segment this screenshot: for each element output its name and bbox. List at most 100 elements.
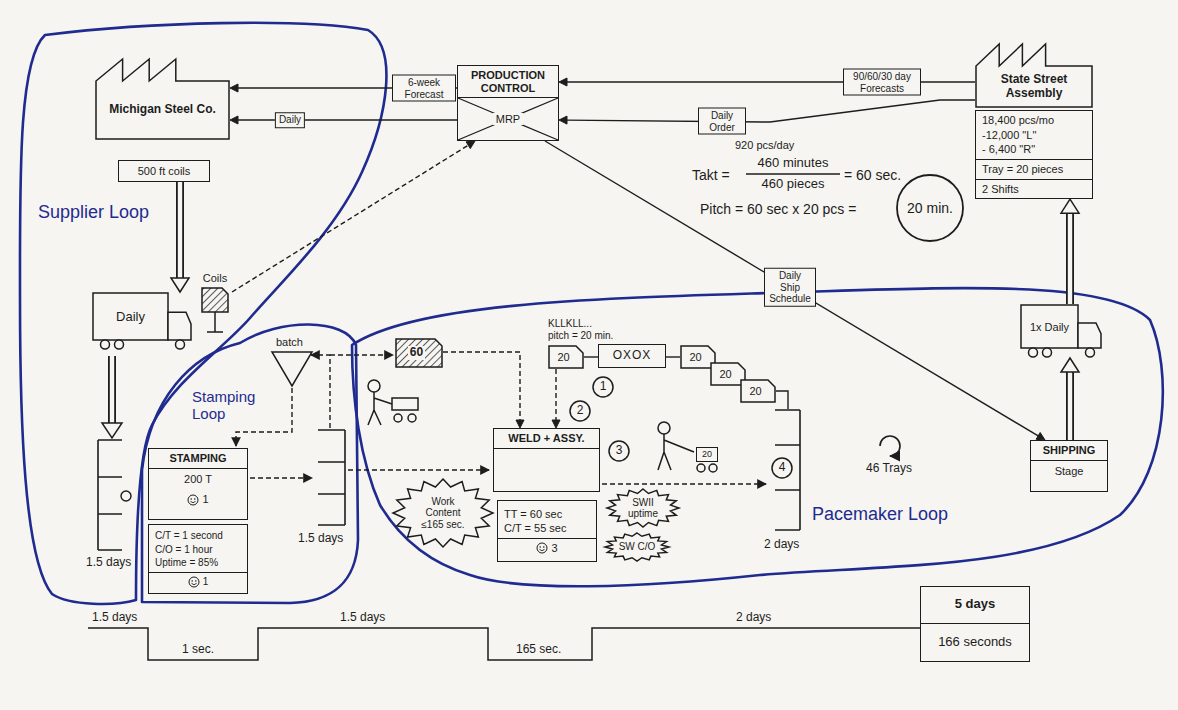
shipment-arrow (102, 356, 122, 438)
node-text: SHIPPING (1031, 441, 1107, 461)
operator-symbol (540, 550, 545, 551)
process-box: WELD + ASSY. (493, 428, 600, 492)
truck-icon-outline (1086, 348, 1095, 357)
node-text: TT = 60 sec (498, 507, 596, 522)
node-text: 3 (551, 542, 557, 555)
arrowhead (559, 116, 567, 124)
stamping-loop (142, 324, 358, 603)
customer-factory-outline (976, 44, 1092, 107)
supermarket-symbol (318, 430, 345, 525)
connector-line (237, 119, 457, 120)
arrowhead (559, 78, 567, 86)
kaizen-burst: SWII uptime (606, 488, 680, 528)
text-label: 1.5 days (340, 611, 385, 625)
node-text: C/T = 1 second (149, 529, 247, 543)
node-text: - 6,400 "R" (976, 142, 1092, 157)
truck-icon: Daily (92, 292, 192, 350)
text-label: KLLKLL... (548, 318, 592, 330)
edge-label: Daily (275, 112, 305, 128)
callout-number: 2 (569, 400, 591, 422)
operator-symbol (540, 546, 542, 548)
node-text: 4 (779, 461, 786, 475)
kanban-card: 20 (740, 379, 776, 403)
text-label: 460 pieces (762, 177, 825, 192)
node-text: 5 days (921, 587, 1029, 624)
connector (230, 116, 457, 124)
arrowhead (552, 420, 560, 428)
shipment-arrow (102, 423, 122, 438)
text-label: batch (276, 336, 303, 349)
text-label: Pitch = 60 sec x 20 pcs = (700, 201, 856, 217)
text-label: 165 sec. (516, 643, 561, 657)
node-text: 166 seconds (921, 624, 1029, 662)
text-label: 2 days (736, 611, 771, 625)
signal-kanban-outline (202, 288, 228, 312)
operator-icon (658, 422, 717, 472)
operator-symbol (187, 494, 199, 506)
truck-icon-outline (115, 340, 124, 349)
callout-number: 4 (771, 457, 793, 479)
connector-line (1066, 212, 1074, 304)
node-text: State Street Assembly (980, 73, 1088, 101)
shipment-arrow (110, 356, 114, 424)
connector (552, 369, 560, 428)
data-box: 18,400 pcs/mo-12,000 "L"- 6,400 "R"Tray … (975, 110, 1093, 199)
connector-line (178, 182, 182, 279)
data-box: C/T = 1 secondC/O = 1 hourUptime = 85%1 (148, 524, 248, 594)
signal-kanban: Coils (198, 272, 232, 334)
operator-icon (658, 422, 670, 434)
cart-box: 20 (696, 447, 718, 462)
operator-icon (658, 434, 694, 470)
connector-line (176, 182, 184, 279)
connector (559, 100, 975, 124)
supplier-loop (20, 23, 386, 604)
kanban-flow (311, 355, 330, 428)
arrowhead (230, 84, 238, 92)
kaizen-burst-outline (393, 479, 493, 547)
rotation-arrow (880, 436, 900, 456)
kanban-card: 20 (548, 345, 584, 369)
node-text: Tray = 20 pieces (976, 159, 1092, 177)
arrowhead (230, 116, 238, 124)
node-text: WELD + ASSY. (494, 429, 599, 449)
node-text: SW C/O (616, 541, 658, 553)
node-text: Work Content ≤165 sec. (416, 496, 470, 531)
shipping-box: SHIPPINGStage (1030, 440, 1108, 492)
operator-icon (697, 464, 705, 472)
loop-label: Pacemaker Loop (812, 504, 948, 525)
truck-icon-outline (168, 312, 191, 340)
kanban-flow (348, 469, 489, 470)
crossed-cell: MRP (458, 98, 558, 140)
timeline (88, 628, 920, 660)
text-label: 2 days (764, 538, 799, 552)
text-label: 920 pcs/day (735, 139, 794, 152)
operator-row: 1 (149, 572, 247, 589)
connector (666, 357, 680, 358)
truck-icon-outline (176, 340, 185, 349)
connector-line (1068, 371, 1072, 440)
node-text: 2 Shifts (976, 179, 1092, 197)
connector-line (443, 352, 520, 421)
operator-icon (709, 464, 717, 472)
text-label: = 60 sec. (844, 167, 901, 183)
node-text: 20 (742, 385, 769, 398)
operator-icon (368, 380, 418, 425)
kanban-flow (250, 477, 312, 478)
pacemaker-loop (352, 288, 1163, 586)
node-text: 1 (203, 576, 209, 588)
kanban-card-outline (741, 380, 775, 402)
text-label: 460 minutes (758, 156, 829, 171)
operator-symbol (188, 495, 198, 505)
node-text: 1x Daily (1023, 321, 1076, 334)
takt-figure (897, 175, 963, 241)
go-see-circle (121, 491, 131, 501)
node-text: STAMPING (149, 449, 247, 469)
node-text: 20 (682, 351, 709, 364)
operator-icon (368, 380, 380, 392)
text-label: pitch = 20 min. (548, 330, 613, 342)
data-box: 500 ft coils (118, 160, 210, 182)
kanban-post-line (776, 391, 788, 409)
callout-number-outline (593, 377, 613, 397)
edge-label: 6-week Forecast (392, 75, 456, 102)
